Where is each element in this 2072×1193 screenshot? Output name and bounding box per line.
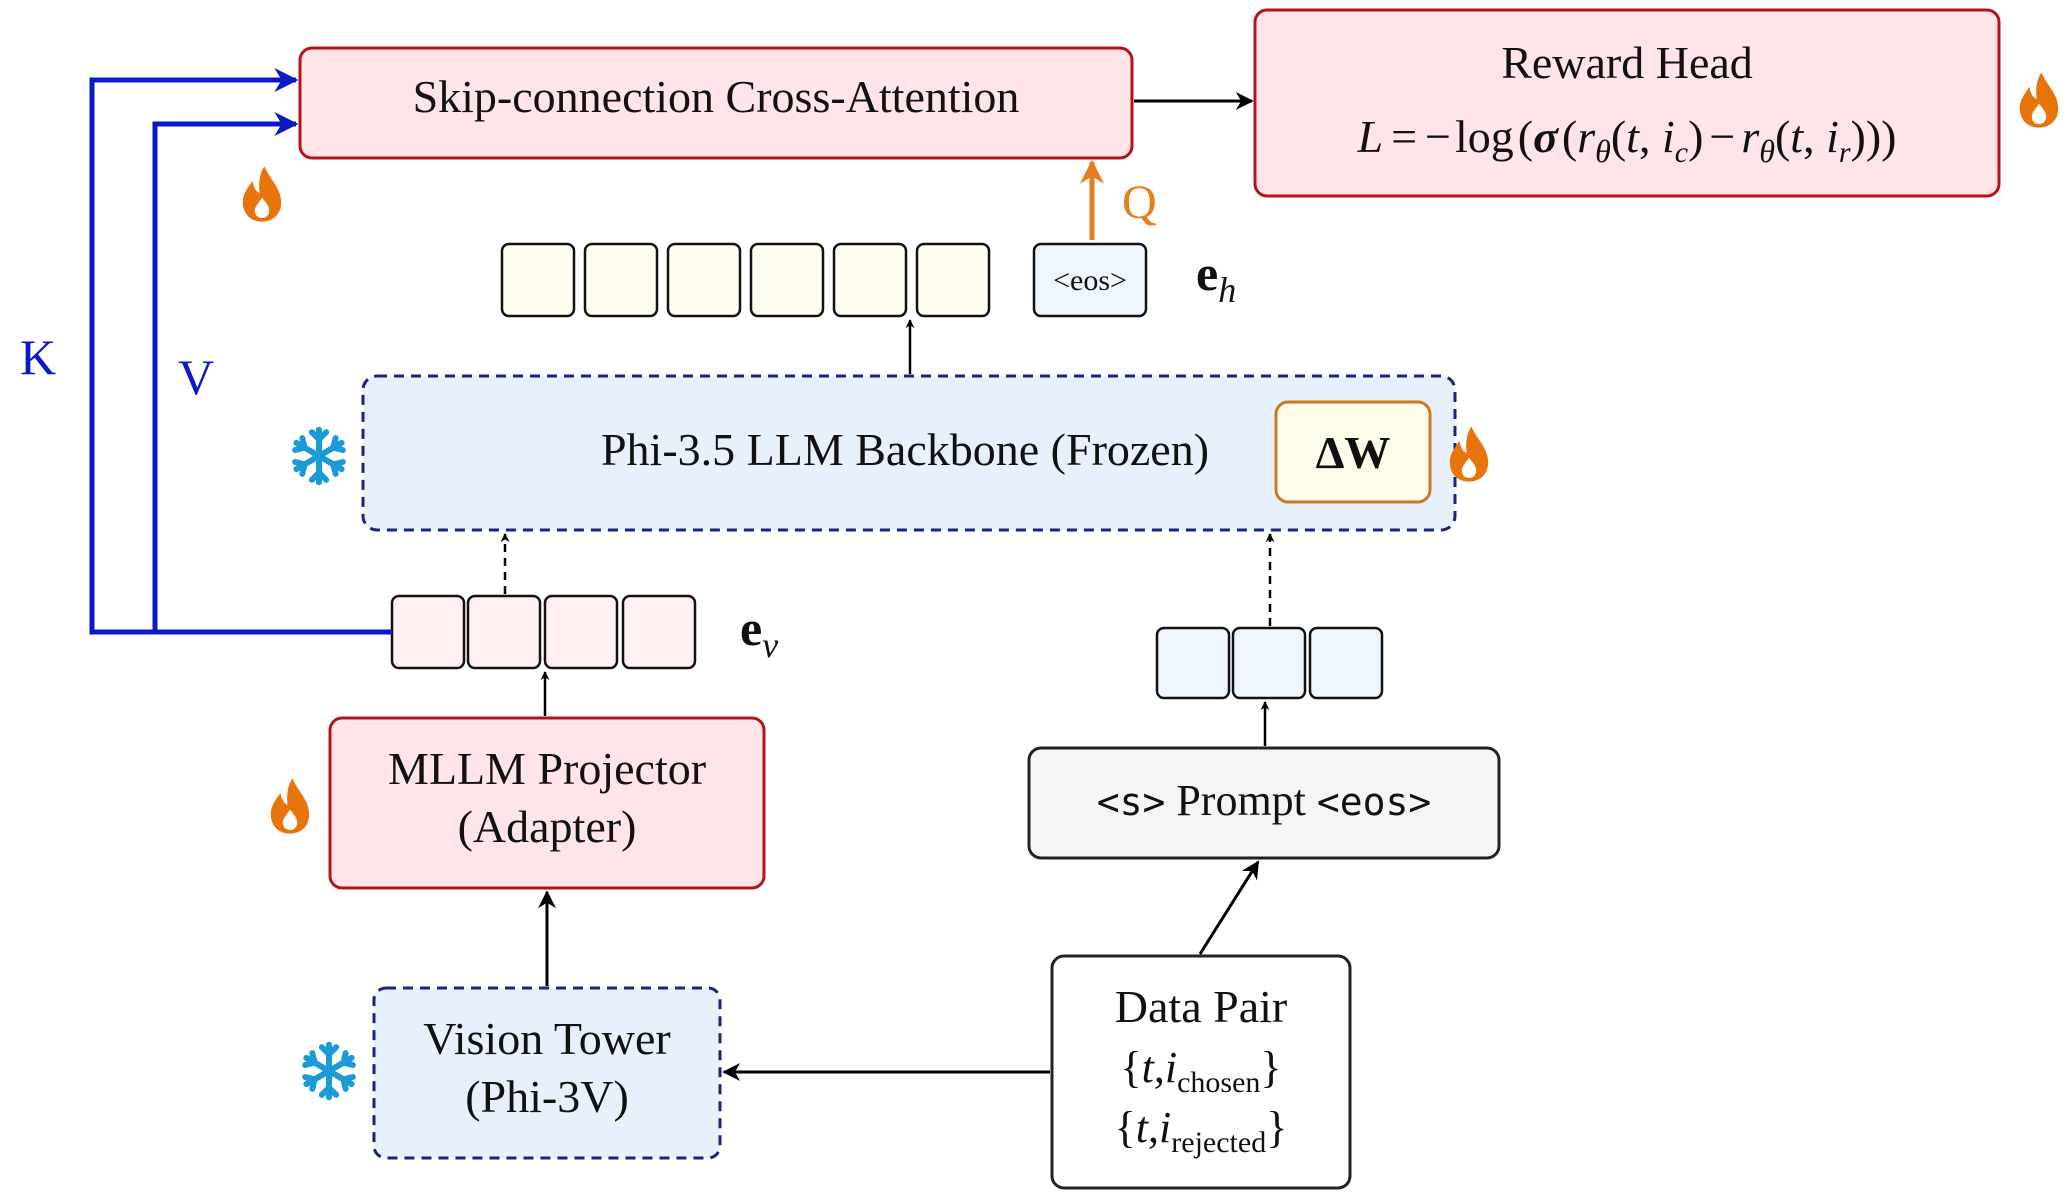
vision-tower-label-line1: Vision Tower [423,1013,670,1064]
vision-tower-label-line2: (Phi-3V) [465,1071,629,1122]
kv-skip-connections: K V [20,68,392,635]
visual-token-row [390,594,697,670]
cross-attention-node: Skip-connection Cross-Attention [298,46,1134,160]
loss-formula: L=−log(σ(rθ(t, ic)−rθ(t, ir))) [1356,111,1896,169]
visual-token [390,594,466,670]
projector-label-line1: MLLM Projector [388,743,706,794]
hidden-token [666,242,742,318]
reward-head-node: Reward Head L=−log(σ(rθ(t, ic)−rθ(t, ir)… [1253,8,2001,198]
projector-label-line2: (Adapter) [458,801,637,852]
key-label: K [20,329,56,385]
hidden-token-row: <eos> [500,242,1148,318]
data-pair-rejected: {t,irejected} [1115,1103,1288,1159]
hidden-token [915,242,991,318]
value-label: V [178,349,214,405]
arrow-datapair-to-prompt [1198,860,1260,955]
hidden-embedding-label: eh [1196,245,1236,310]
snowflake-icon [305,1045,353,1097]
cross-attention-label: Skip-connection Cross-Attention [413,71,1020,122]
llm-backbone-node: Phi-3.5 LLM Backbone (Frozen) ΔW [361,374,1457,532]
lora-delta-label: ΔW [1316,427,1391,478]
visual-embedding-label: ev [740,600,778,665]
hidden-token [583,242,659,318]
data-pair-chosen: {t,ichosen} [1120,1043,1281,1099]
lora-delta-box [1274,400,1432,504]
hidden-token [749,242,825,318]
eos-token [1032,242,1148,318]
vision-tower-node: Vision Tower (Phi-3V) [372,986,722,1160]
flame-icon [2019,72,2059,128]
visual-token [621,594,697,670]
prompt-label: <s> Prompt <eos> [1097,776,1432,825]
eos-token-label: <eos> [1053,264,1127,297]
prompt-token [1231,626,1307,700]
prompt-token [1155,626,1231,700]
reward-head-title: Reward Head [1501,37,1753,88]
prompt-node: <s> Prompt <eos> [1027,746,1501,860]
key-skip-connection [89,68,392,635]
projector-node: MLLM Projector (Adapter) [328,716,766,890]
prompt-token-row [1155,626,1384,700]
flame-icon [270,778,310,834]
snowflake-icon [295,430,343,482]
data-pair-title: Data Pair [1115,981,1287,1032]
flame-icon [242,166,282,222]
hidden-token [832,242,908,318]
data-pair-node: Data Pair {t,ichosen} {t,irejected} [1050,954,1352,1190]
hidden-token [500,242,576,318]
llm-backbone-label: Phi-3.5 LLM Backbone (Frozen) [601,424,1209,475]
prompt-token [1308,626,1384,700]
query-label: Q [1122,176,1157,229]
visual-token [466,594,542,670]
visual-token [543,594,619,670]
value-skip-connection [152,112,299,632]
